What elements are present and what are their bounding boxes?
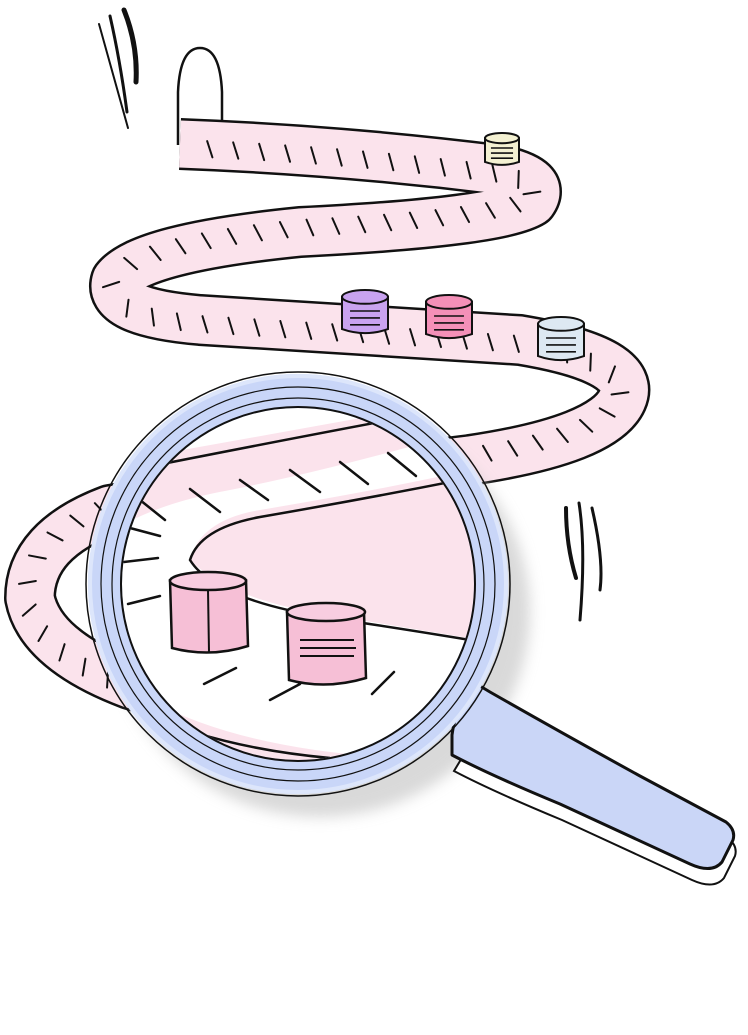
road-tick: [28, 554, 47, 560]
road-tick: [18, 579, 37, 585]
road-tick: [522, 190, 542, 196]
road-tick: [465, 160, 472, 180]
road-tick: [258, 142, 266, 162]
road-tick: [148, 245, 162, 261]
road-tick: [305, 218, 315, 237]
road-tick: [607, 365, 616, 384]
road-tick: [512, 334, 520, 353]
road-tick: [175, 312, 182, 332]
road-tick: [331, 323, 339, 342]
road-tick: [69, 514, 85, 528]
road-tick: [610, 391, 630, 396]
road-tick: [331, 217, 341, 235]
road-tick: [174, 238, 187, 255]
road-tick: [125, 298, 130, 318]
road-tick: [81, 657, 87, 677]
road-tick: [123, 256, 139, 271]
road-tick: [531, 434, 544, 451]
road-tick: [58, 643, 66, 662]
package-box: [537, 316, 585, 362]
road-tick: [253, 318, 261, 337]
road-tick: [485, 202, 496, 219]
road-tick: [459, 206, 471, 224]
road-tick: [387, 152, 395, 172]
road-tick: [509, 196, 522, 213]
road-tick: [200, 232, 212, 250]
road-tick: [517, 169, 520, 189]
road-tick: [101, 280, 121, 289]
road-tick: [46, 531, 64, 542]
road-tick: [408, 211, 419, 230]
magnifier-frame: [85, 371, 511, 797]
road-tick: [310, 146, 317, 165]
road-tick: [21, 603, 37, 617]
magnified-package-box: [285, 601, 368, 686]
road-tick: [206, 140, 214, 159]
road-tick: [201, 315, 209, 334]
road-tick: [589, 352, 592, 372]
road-tick: [252, 224, 263, 242]
road-tick: [439, 158, 446, 177]
road-tick: [37, 625, 49, 643]
road-tick: [150, 307, 155, 327]
road-tick: [486, 332, 494, 352]
road-tick: [232, 141, 240, 160]
package-box: [484, 132, 520, 166]
road-tick: [507, 440, 519, 457]
road-tick: [305, 321, 313, 340]
road-tick: [278, 221, 289, 239]
motion-lines-icon: [564, 501, 603, 622]
road-tick: [279, 320, 287, 339]
road-tick: [106, 669, 110, 689]
magnifier-handle: [450, 678, 737, 886]
road-tick: [598, 407, 616, 418]
road-tick: [413, 155, 421, 174]
road-tick: [491, 164, 498, 183]
road-tick: [284, 144, 292, 163]
road-tick: [336, 148, 343, 167]
road-tick: [578, 418, 594, 433]
road-tick: [434, 209, 445, 227]
package-box: [425, 294, 473, 340]
road-tick: [383, 213, 393, 232]
magnified-package-box: [168, 570, 250, 654]
road-tick: [481, 444, 493, 462]
road-tick: [227, 316, 235, 336]
road-tick: [226, 227, 238, 245]
road-tick: [357, 215, 367, 234]
package-box: [341, 289, 389, 335]
motion-lines-icon: [98, 7, 139, 129]
road-tick: [409, 328, 417, 347]
road-tick: [361, 150, 369, 169]
road-tick: [556, 427, 569, 443]
